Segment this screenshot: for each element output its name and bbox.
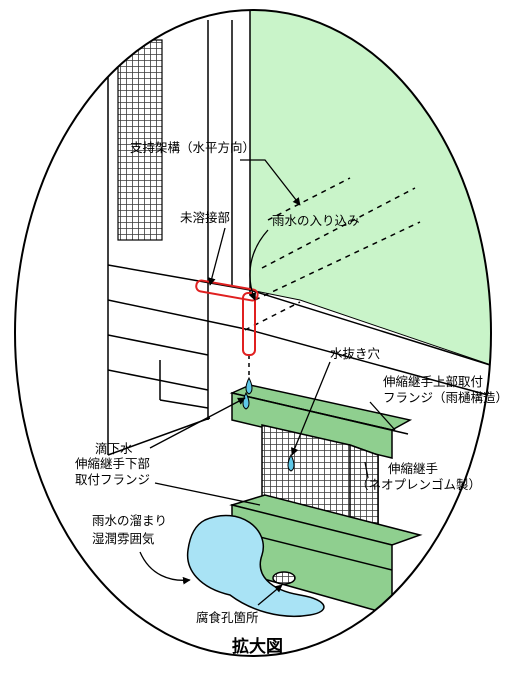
label-upper-flange-2: フランジ（雨樋構造）	[383, 390, 506, 405]
drip-drop-1	[245, 376, 253, 395]
leader-pool	[139, 551, 191, 585]
leader-upper-flange	[369, 401, 396, 431]
leader-drain-hole	[291, 361, 331, 456]
label-lower-flange-2: 取付フランジ	[75, 472, 150, 487]
leader-drip	[149, 397, 246, 449]
green-wall-panel	[249, 10, 491, 371]
clipped-scene	[107, 10, 491, 618]
leader-unwelded	[208, 227, 226, 286]
dashed-line-4	[244, 301, 301, 331]
beam-base	[107, 417, 211, 456]
unwelded-highlight-vertical	[242, 292, 256, 356]
upper-flange-edge	[253, 397, 409, 435]
label-support-frame: 支持架構（水平方向）	[130, 140, 255, 155]
label-pool-2: 湿潤雰囲気	[92, 531, 155, 546]
label-corrosion: 腐食孔箇所	[196, 610, 259, 625]
label-pool-1: 雨水の溜まり	[92, 513, 167, 528]
label-joint-1: 伸縮継手	[388, 461, 438, 476]
beam-bottom-2	[107, 369, 209, 391]
unwelded-highlight-horizontal	[195, 279, 259, 302]
diagram-caption: 拡大図	[232, 636, 283, 657]
beam-upper	[107, 264, 491, 371]
leader-joint	[364, 461, 369, 479]
post-base	[159, 399, 209, 409]
rain-pool	[186, 514, 325, 618]
label-drip: 滴下水	[95, 441, 133, 456]
leader-support-frame	[240, 159, 301, 206]
dashed-line-3	[254, 221, 421, 301]
beam-bottom	[107, 334, 209, 356]
label-rain-intrusion: 雨水の入り込み	[272, 213, 360, 228]
label-drain-hole: 水抜き穴	[330, 346, 381, 361]
leader-lines	[139, 159, 396, 606]
corrosion-hole	[272, 571, 296, 585]
label-upper-flange-1: 伸縮継手上部取付	[383, 374, 483, 389]
label-joint-2: （ネオプレンゴム製）	[356, 477, 481, 492]
beam-lower	[107, 299, 491, 401]
leader-corrosion	[257, 584, 283, 606]
drain-drop	[287, 453, 295, 472]
mesh-column	[117, 39, 163, 241]
label-lower-flange-1: 伸縮継手下部	[75, 456, 150, 471]
dashed-line-2	[261, 187, 416, 269]
leader-lower-flange	[154, 482, 261, 506]
label-unwelded: 未溶接部	[180, 210, 230, 225]
leader-rain-intrusion	[248, 229, 269, 301]
enlarged-view-border	[14, 9, 492, 657]
